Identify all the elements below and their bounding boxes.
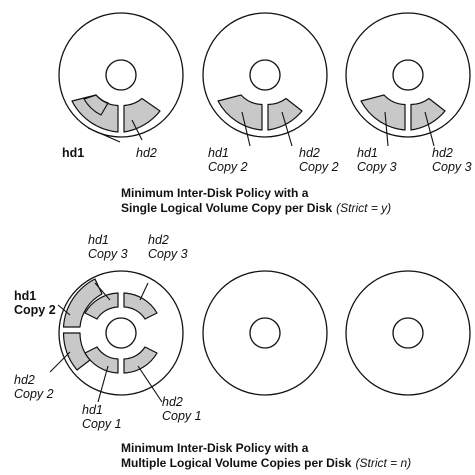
segment-hd2-copy2 [62, 332, 91, 371]
caption-line-1: Minimum Inter-Disk Policy with a [121, 441, 309, 455]
leader-hd2 [131, 119, 143, 141]
label-hd1-copy3-name: hd1 [88, 233, 109, 247]
label-hd1-name: hd1 [208, 146, 229, 160]
segment-hd2-copy1 [123, 346, 158, 374]
leader-hd1-copy3 [384, 111, 389, 147]
leader-hd2-copy3 [424, 111, 435, 147]
disk-hub [392, 317, 424, 349]
bottom-disk-1 [49, 270, 184, 403]
label-hd1-name: hd1 [357, 146, 378, 160]
top-disk-2 [202, 12, 328, 147]
top-disk-3 [345, 12, 471, 147]
disk-hub [392, 59, 424, 91]
label-hd1-copy: Copy 2 [208, 160, 248, 174]
label-hd2-copy2-name: hd2 [14, 373, 35, 387]
leader-hd2-copy1 [137, 365, 163, 403]
label-hd1-copy3-copy: Copy 3 [88, 247, 128, 261]
label-hd2-name: hd2 [299, 146, 320, 160]
segment-hd1-inner [83, 94, 109, 116]
label-hd2-copy2-copy: Copy 2 [14, 387, 54, 401]
segment-hd2 [123, 97, 161, 133]
leader-hd1-copy2 [241, 111, 251, 147]
segment-hd2-copy2 [267, 97, 303, 131]
caption-italic: (Strict = y) [336, 201, 391, 215]
label-hd2-name: hd2 [432, 146, 453, 160]
leader-hd1-copy2 [57, 304, 71, 316]
leader-hd2-copy2 [49, 351, 71, 373]
segment-hd2-copy3 [410, 97, 446, 131]
segment-hd1-copy3 [360, 94, 406, 131]
disk-hub [105, 59, 137, 91]
label-hd2-copy: Copy 3 [432, 160, 472, 174]
top-disk-1 [58, 12, 184, 143]
label-hd2-copy3-name: hd2 [148, 233, 169, 247]
leader-hd1-copy1 [97, 365, 109, 403]
disk-hub [105, 317, 137, 349]
label-hd2-copy1-name: hd2 [162, 395, 183, 409]
caption-bold: Single Logical Volume Copy per Disk [121, 201, 332, 215]
segment-hd1-copy2 [217, 94, 263, 131]
segment-hd1-copy2 [62, 278, 103, 328]
label-hd2: hd2 [136, 146, 157, 160]
segment-hd1-copy1 [84, 346, 119, 374]
bottom-disk-2 [202, 270, 328, 396]
label-hd2-copy1-copy: Copy 1 [162, 409, 202, 423]
caption-line-1: Minimum Inter-Disk Policy with a [121, 186, 309, 200]
caption-italic: (Strict = n) [355, 456, 411, 470]
leader-hd2-copy2 [281, 111, 293, 147]
bottom-disk-3 [345, 270, 471, 396]
label-hd1-copy1-name: hd1 [82, 403, 103, 417]
caption-bold: Multiple Logical Volume Copies per Disk [121, 456, 352, 470]
label-hd2-copy: Copy 2 [299, 160, 339, 174]
label-hd1: hd1 [62, 146, 84, 160]
leader-hd2-copy3 [139, 282, 149, 301]
caption-line-2: Single Logical Volume Copy per Disk (Stri… [121, 201, 391, 215]
segment-hd2-copy3 [123, 292, 158, 320]
leader-hd1-copy3 [94, 282, 111, 301]
label-hd1-copy1-copy: Copy 1 [82, 417, 122, 431]
disk-hub [249, 59, 281, 91]
label-hd1-copy2-copy: Copy 2 [14, 303, 56, 317]
disk-hub [249, 317, 281, 349]
caption-line-2: Multiple Logical Volume Copies per Disk(… [121, 456, 411, 470]
label-hd1-copy2-name: hd1 [14, 289, 36, 303]
label-hd2-copy3-copy: Copy 3 [148, 247, 188, 261]
leader-hd1 [87, 127, 121, 143]
label-hd1-copy: Copy 3 [357, 160, 397, 174]
